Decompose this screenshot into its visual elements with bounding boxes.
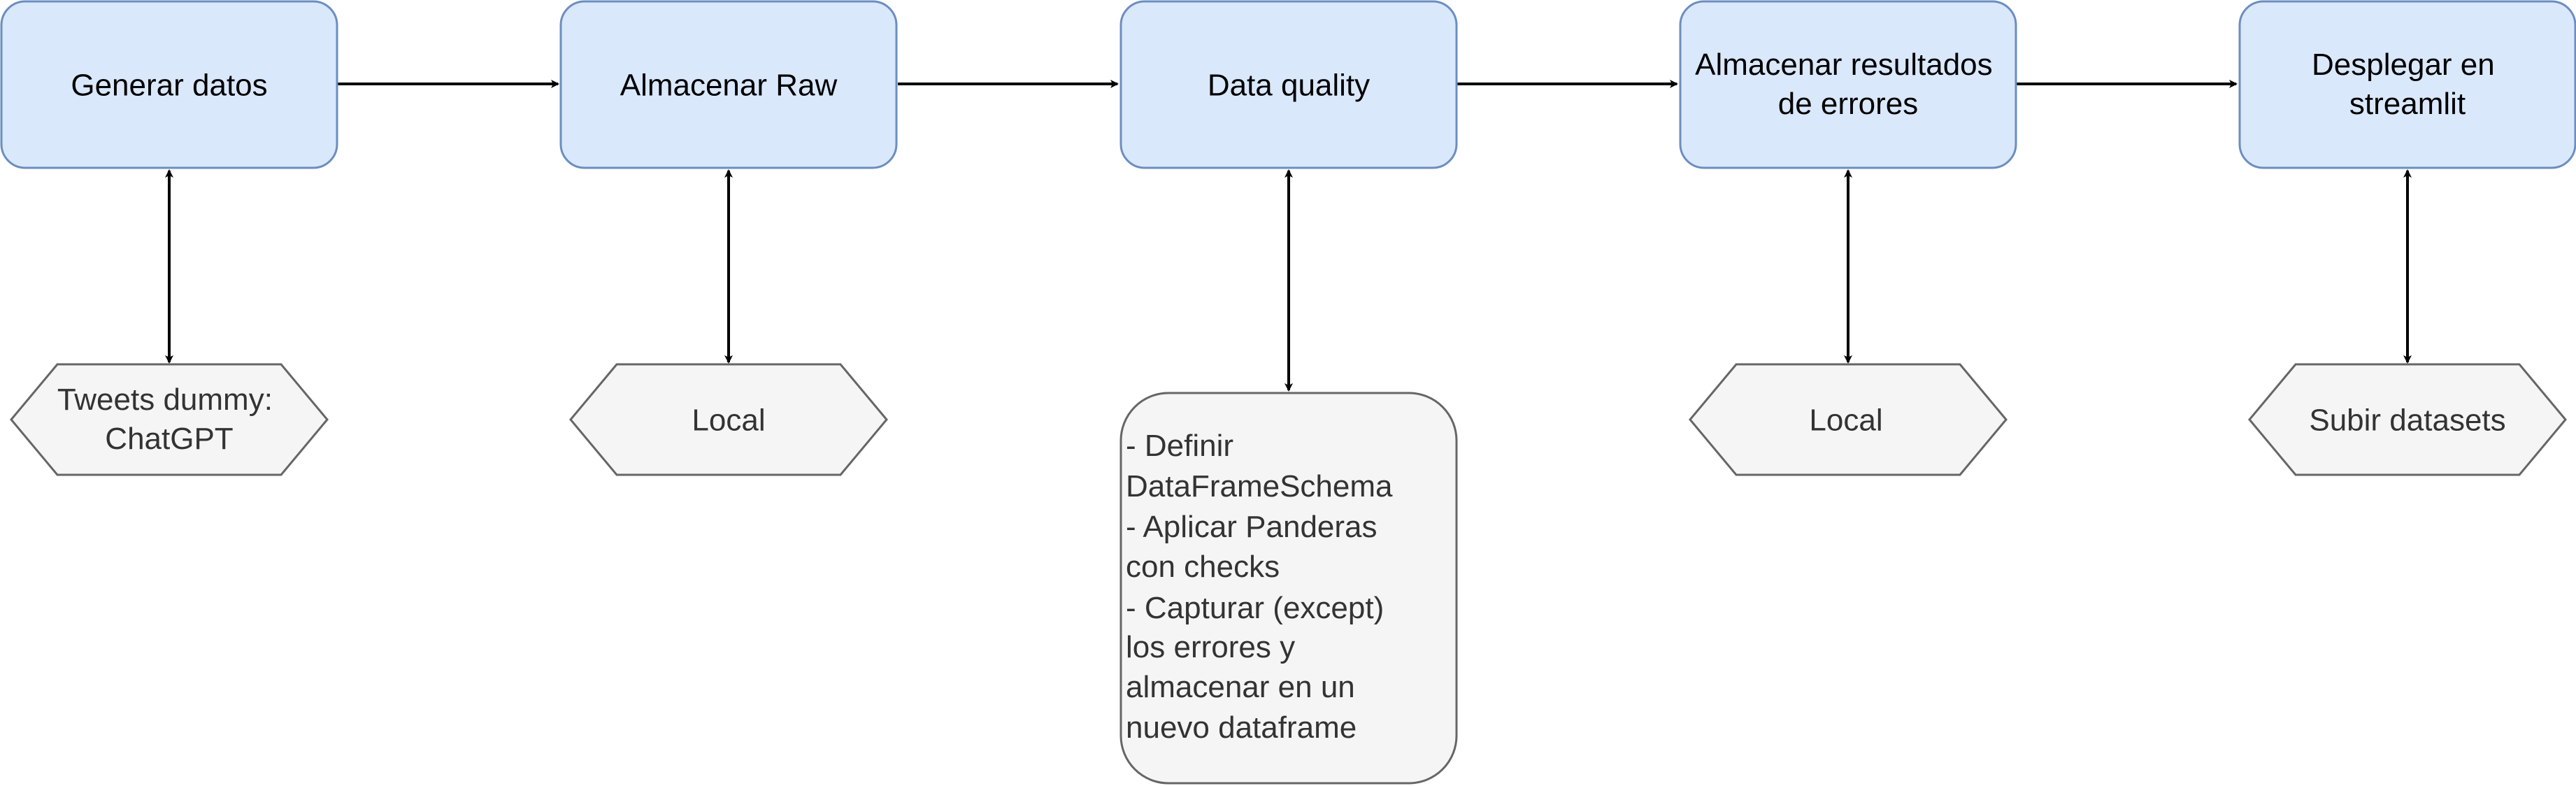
resource-local-errores: Local (1689, 363, 2008, 476)
step-almacenar-resultados-label: Almacenar resultados de errores (1695, 48, 2001, 121)
resource-tweets-dummy-label: Tweets dummy: ChatGPT (57, 383, 281, 456)
step-almacenar-raw-label: Almacenar Raw (620, 68, 838, 102)
step-generar-datos-label: Generar datos (71, 68, 267, 102)
step-almacenar-raw: Almacenar Raw (559, 0, 898, 169)
resource-tweets-dummy: Tweets dummy: ChatGPT (10, 363, 329, 476)
step-desplegar-streamlit-label: Desplegar en streamlit (2312, 48, 2503, 121)
resource-local-errores-label: Local (1809, 403, 1882, 437)
resource-local-raw-label: Local (692, 403, 765, 437)
resource-subir-datasets: Subir datasets (2248, 363, 2567, 476)
data-quality-notes-text: - Definir DataFrameSchema - Aplicar Pand… (1126, 429, 1401, 745)
step-data-quality-label: Data quality (1208, 68, 1370, 102)
step-generar-datos: Generar datos (0, 0, 338, 169)
resource-local-raw: Local (569, 363, 888, 476)
step-almacenar-resultados: Almacenar resultados de errores (1679, 0, 2017, 169)
resource-data-quality-notes: - Definir DataFrameSchema - Aplicar Pand… (1119, 392, 1458, 785)
resource-subir-datasets-label: Subir datasets (2309, 403, 2505, 437)
step-data-quality: Data quality (1119, 0, 1458, 169)
step-desplegar-streamlit: Desplegar en streamlit (2238, 0, 2576, 169)
link-arrows (165, 169, 2412, 392)
